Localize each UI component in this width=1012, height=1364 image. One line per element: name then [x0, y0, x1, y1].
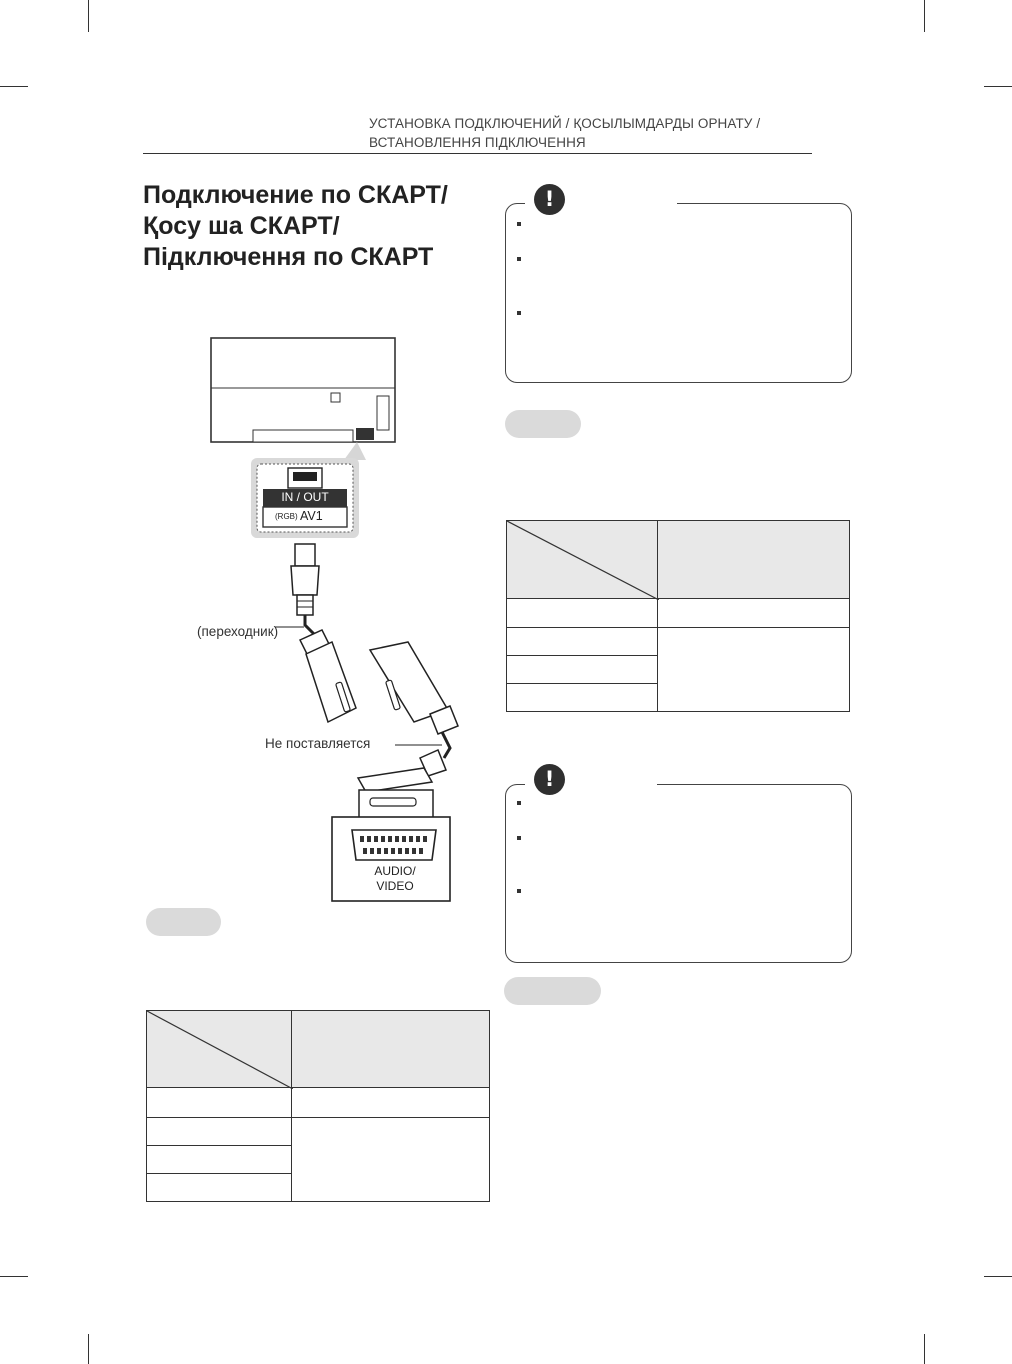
table-cell — [146, 1173, 292, 1202]
bullet — [517, 311, 521, 315]
crop-mark — [88, 0, 89, 32]
table-header-cell — [146, 1010, 293, 1089]
note-header-line — [678, 203, 838, 205]
note-header-line — [658, 784, 838, 786]
port-label-av1: AV1 — [300, 509, 323, 523]
table-merged-cell — [657, 627, 850, 712]
table-cell — [506, 683, 658, 712]
crop-mark — [984, 86, 1012, 87]
av-device-panel — [331, 816, 451, 902]
page-title-line3: Підключення по СКАРТ — [143, 243, 434, 271]
note-header-gap — [525, 778, 657, 788]
bullet — [517, 801, 521, 805]
table-cell — [146, 1117, 292, 1146]
crop-mark — [0, 86, 28, 87]
bullet — [517, 889, 521, 893]
running-header-line2: ВСТАНОВЛЕННЯ ПІДКЛЮЧЕННЯ — [369, 135, 586, 150]
running-header-line1: УСТАНОВКА ПОДКЛЮЧЕНИЙ / ҚОСЫЛЫМДАРДЫ ОРН… — [369, 116, 761, 131]
crop-mark — [0, 1276, 28, 1277]
not-supplied-label: Не поставляется — [265, 736, 371, 751]
scart-connection-diagram — [210, 337, 459, 902]
running-header: УСТАНОВКА ПОДКЛЮЧЕНИЙ / ҚОСЫЛЫМДАРДЫ ОРН… — [369, 114, 829, 152]
section-pill — [146, 908, 221, 936]
note-header-gap — [525, 196, 677, 206]
crop-mark — [88, 1334, 89, 1364]
table-cell — [506, 598, 658, 628]
bullet — [517, 836, 521, 840]
device-label-line1: AUDIO/ — [374, 864, 416, 878]
table-cell — [146, 1145, 292, 1174]
table-cell — [146, 1087, 292, 1118]
table-cell — [506, 655, 658, 684]
note-box — [505, 203, 852, 383]
page-title: Подключение по СКАРТ/ Қосу ша СКАРТ/ Під… — [143, 180, 448, 273]
table-cell — [506, 627, 658, 656]
adapter-label: (переходник) — [197, 624, 279, 639]
crop-mark — [984, 1276, 1012, 1277]
scart-plug-adapter — [298, 629, 459, 759]
table-diagonal — [507, 521, 659, 600]
device-label-line2: VIDEO — [376, 879, 414, 893]
table-header-cell — [506, 520, 659, 600]
table-merged-cell — [291, 1117, 490, 1202]
table-cell — [291, 1087, 490, 1118]
table-header-cell — [291, 1010, 490, 1088]
page-title-line2: Қосу ша СКАРТ/ — [143, 212, 340, 240]
bullet — [517, 257, 521, 261]
section-pill — [505, 410, 581, 438]
header-rule — [143, 153, 812, 154]
exclamation-icon: ! — [534, 764, 565, 795]
table-diagonal — [147, 1011, 293, 1089]
exclamation-icon: ! — [534, 184, 565, 215]
tv-back-illustration — [210, 337, 396, 460]
table-header-cell — [657, 520, 850, 599]
table-cell — [657, 598, 850, 628]
crop-mark — [924, 1334, 925, 1364]
adapter-cable — [275, 543, 320, 638]
port-label-rgb: (RGB) — [275, 512, 298, 521]
device-label: AUDIO/ VIDEO — [332, 864, 458, 894]
bullet — [517, 222, 521, 226]
scart-port-callout — [251, 458, 359, 538]
section-pill — [504, 977, 601, 1005]
crop-mark — [924, 0, 925, 32]
note-box — [505, 784, 852, 963]
page-title-line1: Подключение по СКАРТ/ — [143, 181, 448, 209]
scart-plug-device — [356, 748, 447, 821]
port-label-in-out: IN / OUT — [281, 490, 329, 504]
